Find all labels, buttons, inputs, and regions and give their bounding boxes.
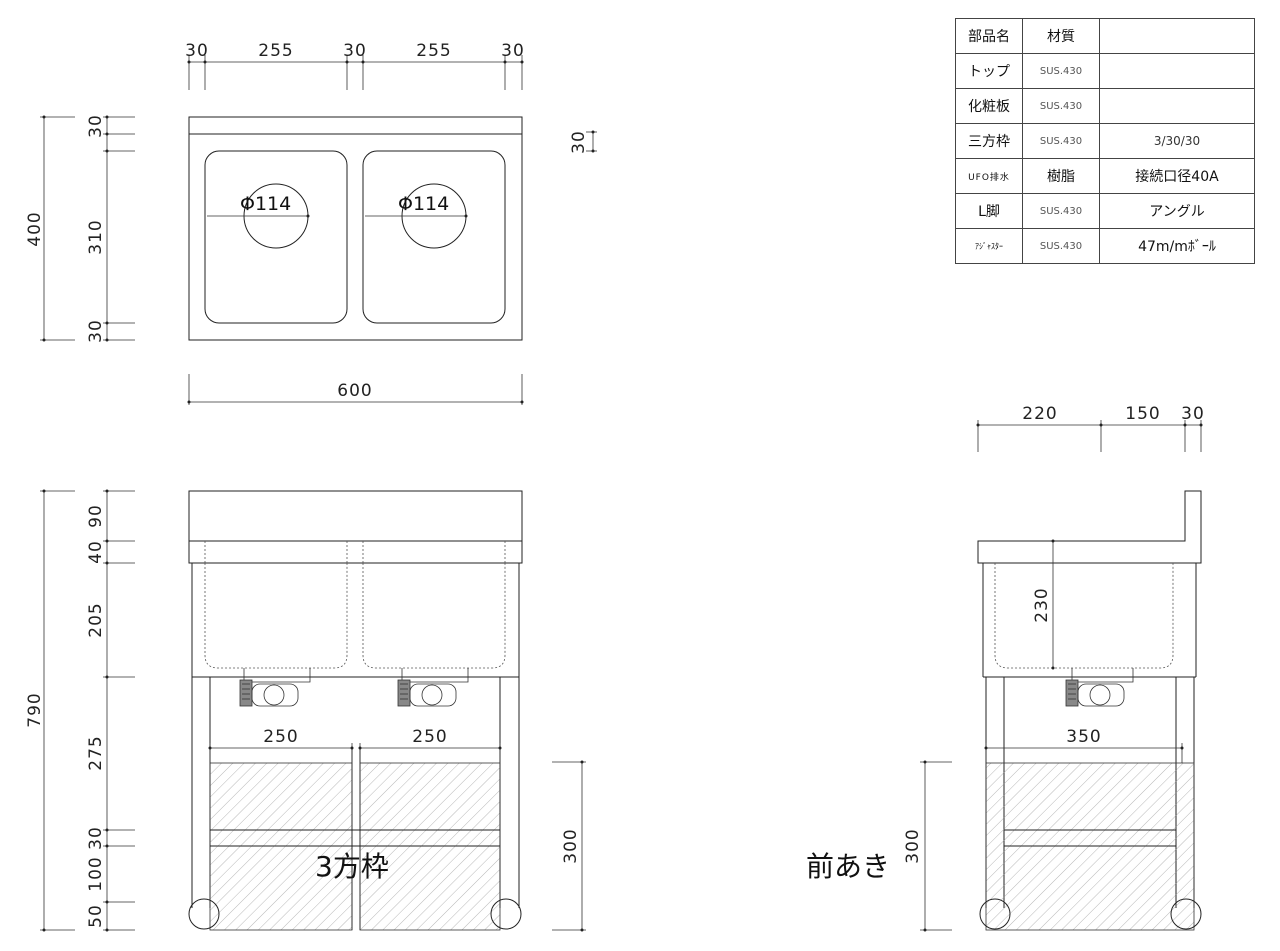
part-material: SUS.430 [1022,53,1100,89]
part-material: SUS.430 [1022,228,1100,264]
side-drain [1065,668,1134,707]
side-top-and-backsplash [977,490,1202,564]
table-header-row: 部品名 材質 [955,18,1255,54]
front-height-dim: 790 [25,692,45,727]
front-dim-275: 275 [86,735,106,770]
front-bowl-right [362,563,506,669]
part-name: ｱｼﾞｬｽﾀｰ [955,228,1023,264]
side-shelf-dimension: 350 [984,727,1184,763]
plan-left-dimension: 400 30 310 30 [25,114,135,343]
side-caster-back [1170,898,1202,930]
part-name: トップ [955,53,1023,89]
part-material: SUS.430 [1022,193,1100,229]
plan-left-dim-310: 310 [86,219,106,254]
front-shelf-dim-right: 250 [412,727,447,747]
front-dim-100: 100 [86,856,106,891]
front-right-dimension: 300 [552,760,586,932]
plan-drain-left: Φ114 [207,183,310,249]
front-bowl-left [204,563,348,669]
plan-bowl-left [204,150,348,324]
front-view: 790 90 40 205 275 30 100 50 [25,489,586,932]
drain-diameter-left: Φ114 [240,193,291,215]
front-caster-right [490,898,522,930]
front-dim-30: 30 [86,826,106,850]
side-top-dimension: 220 150 30 [976,404,1205,452]
plan-view: 30 255 30 255 30 400 30 310 30 [25,41,597,405]
front-dim-40: 40 [86,540,106,564]
plan-width-dim: 600 [337,381,372,401]
side-top-dim-30: 30 [1181,404,1205,424]
plan-top-dimension: 30 255 30 255 30 [185,41,525,90]
front-drain-left [239,668,311,707]
front-shelf-height-dim: 300 [561,828,581,863]
drain-diameter-right: Φ114 [398,193,449,215]
front-dim-50: 50 [86,904,106,928]
table-row: トップ SUS.430 [955,53,1255,89]
table-row: ｱｼﾞｬｽﾀｰ SUS.430 47m/mﾎﾞｰﾙ [955,228,1255,264]
plan-side-dim: 30 [569,130,589,154]
header-material: 材質 [1022,18,1100,54]
side-left-dimension: 300 [903,760,952,932]
front-shelf-dim-left: 250 [263,727,298,747]
header-part-name: 部品名 [955,18,1023,54]
part-name: UFO排水 [955,158,1023,194]
parts-spec-table: 部品名 材質 トップ SUS.430 化粧板 SUS.430 三方枠 SUS.4… [955,18,1255,264]
part-material: SUS.430 [1022,123,1100,159]
side-shelf-height-dim: 300 [903,828,923,863]
part-note: アングル [1099,193,1255,229]
plan-width-dimension: 600 [187,374,524,405]
part-note: 3/30/30 [1099,123,1255,159]
side-bowl-depth-dim: 230 [1032,587,1052,622]
side-top-dim-150: 150 [1125,404,1160,424]
plan-drain-right: Φ114 [365,183,468,249]
plan-depth-dim: 400 [25,211,45,246]
table-row: UFO排水 樹脂 接続口径40A [955,158,1255,194]
side-caption: 前あき [806,850,890,883]
table-row: 化粧板 SUS.430 [955,88,1255,124]
front-dim-90: 90 [86,504,106,528]
part-note: 47m/mﾎﾞｰﾙ [1099,228,1255,264]
side-caster-front [979,898,1011,930]
front-shelf-dimension: 250 250 [208,727,502,763]
side-top-dim-220: 220 [1022,404,1057,424]
part-name: L脚 [955,193,1023,229]
plan-bowl-right [362,150,506,324]
part-name: 化粧板 [955,88,1023,124]
front-dim-205: 205 [86,602,106,637]
part-note [1099,88,1255,124]
side-bowl [994,563,1174,669]
plan-top-dim-2: 255 [258,41,293,61]
plan-top-outline [188,116,523,341]
table-row: 三方枠 SUS.430 3/30/30 [955,123,1255,159]
plan-left-dim-30-bottom: 30 [86,319,106,343]
side-sink-dimension: 230 [1032,539,1055,670]
part-material: 樹脂 [1022,158,1100,194]
front-drain-right [397,668,469,707]
plan-top-dim-4: 255 [416,41,451,61]
front-top-edge [188,540,523,564]
plan-side-dimension: 30 [569,130,597,154]
header-notes [1099,18,1255,54]
part-note [1099,53,1255,89]
part-name: 三方枠 [955,123,1023,159]
side-shelf-dim: 350 [1066,727,1101,747]
front-left-dimension: 790 90 40 205 275 30 100 50 [25,489,135,932]
plan-top-dim-1: 30 [185,41,209,61]
plan-top-dim-5: 30 [501,41,525,61]
front-caster-left [188,898,220,930]
table-row: L脚 SUS.430 アングル [955,193,1255,229]
part-note: 接続口径40A [1099,158,1255,194]
front-backsplash [188,490,523,542]
front-caption: 3方枠 [315,850,389,883]
side-view: 220 150 30 230 [806,404,1205,932]
plan-top-dim-3: 30 [343,41,367,61]
plan-left-dim-30-top: 30 [86,114,106,138]
part-material: SUS.430 [1022,88,1100,124]
